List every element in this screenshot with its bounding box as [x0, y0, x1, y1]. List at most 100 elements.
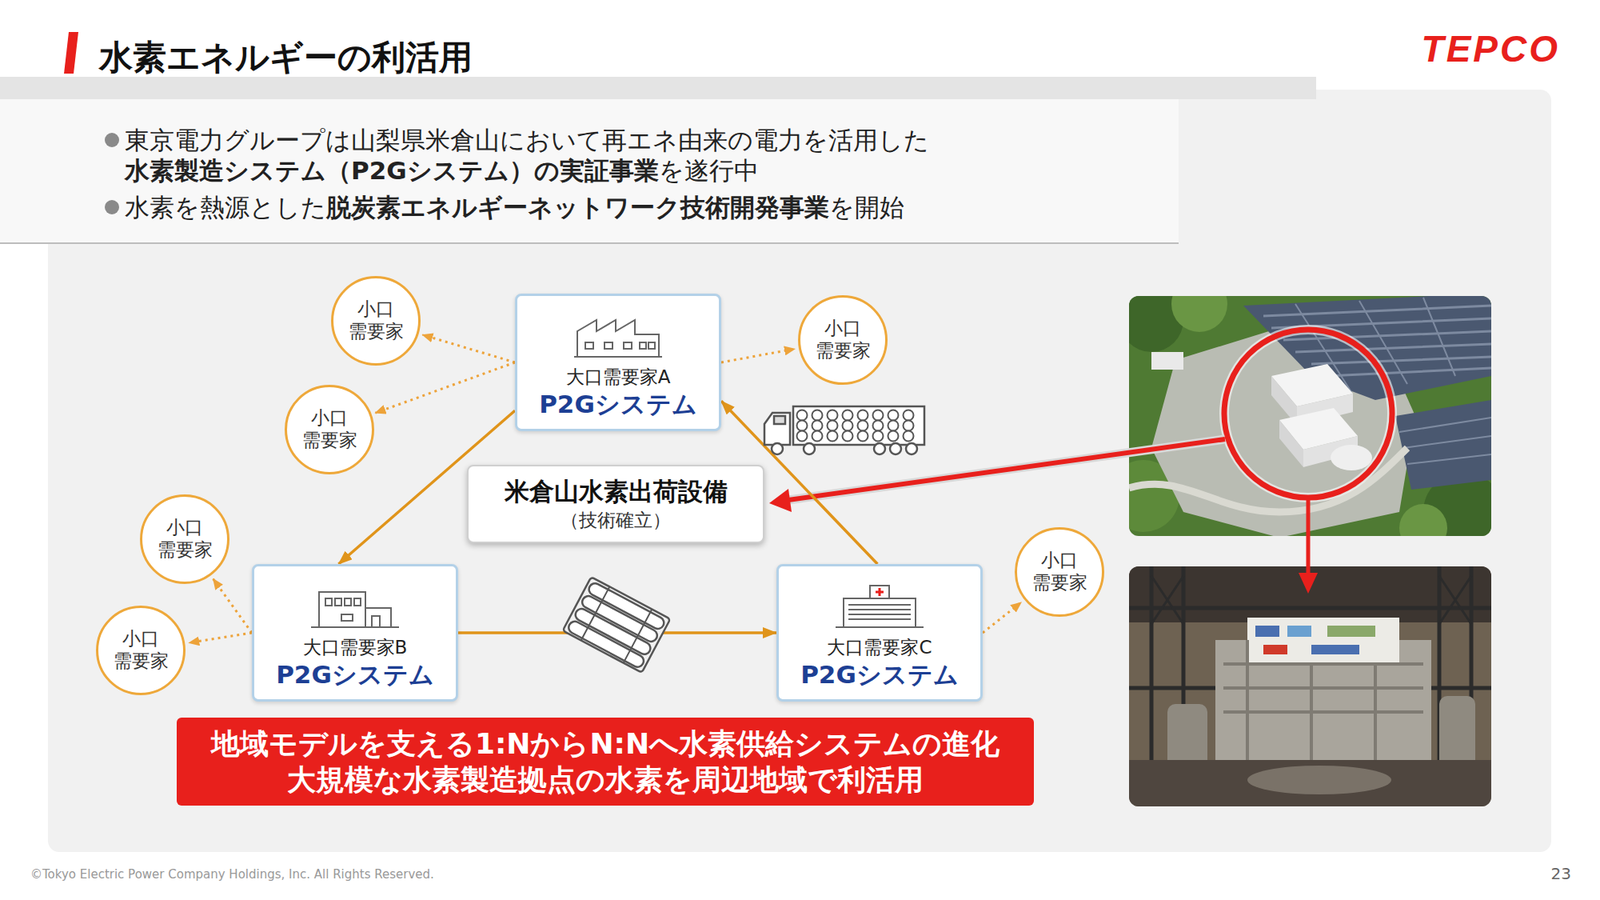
site-photo — [1399, 417, 1492, 464]
truck-icon — [797, 420, 808, 431]
p2g-site-box: 大口需要家AP2Gシステム — [514, 293, 722, 431]
building-icon-art — [875, 587, 884, 596]
building-icon-art — [354, 598, 361, 606]
truck-icon — [827, 410, 838, 421]
building-icon-art — [639, 342, 647, 349]
equipment-photo — [1247, 765, 1392, 795]
site-photo — [1224, 329, 1393, 498]
building-icon-art — [365, 607, 392, 627]
equipment-photo — [1247, 617, 1400, 664]
node-title: 米倉山水素出荷設備 — [504, 474, 728, 507]
supply-arrow — [721, 348, 795, 363]
building-icon-art — [311, 580, 400, 631]
equipment-photo — [1129, 759, 1492, 806]
truck-icon — [827, 420, 838, 431]
node-title: 小口 需要家 — [1025, 549, 1094, 594]
building-icon — [835, 580, 924, 631]
truck-icon — [797, 430, 808, 442]
equipment-photo — [1327, 625, 1376, 637]
company-logo: TEPCO — [1421, 27, 1561, 71]
truck-icon — [842, 420, 854, 431]
site-photo — [1395, 399, 1492, 490]
building-icon-art — [835, 626, 924, 628]
main-panel — [47, 89, 1552, 852]
photo-callout-arrow — [1298, 572, 1318, 594]
truck-icon — [873, 430, 884, 442]
bullet-line: 水素製造システム（P2Gシステム）の実証事業を遂行中 — [124, 154, 759, 187]
building-icon-art — [577, 319, 659, 357]
bullet-line: 東京電力グループは山梨県米倉山において再エネ由来の電力を活用した — [124, 123, 930, 156]
truck-icon — [812, 430, 823, 442]
truck-icon — [797, 410, 808, 421]
equipment-photo — [1311, 644, 1360, 655]
truck-icon — [797, 410, 914, 442]
photo-callout-arrow — [1306, 497, 1311, 576]
title-mark — [63, 31, 79, 74]
truck-icon — [873, 410, 884, 421]
node-title: 小口 需要家 — [151, 516, 219, 561]
equipment-photo — [1129, 566, 1492, 806]
site-photo — [1279, 419, 1304, 467]
consumer-circle: 小口 需要家 — [798, 295, 888, 385]
building-icon-art — [869, 585, 890, 599]
node-title: 小口 需要家 — [295, 406, 364, 451]
node-title: 小口 需要家 — [342, 298, 410, 343]
node-title: 大口需要家B — [303, 634, 408, 659]
page-number-holder: 23 — [1551, 863, 1572, 883]
footer-holder: ©Tokyo Electric Power Company Holdings, … — [30, 866, 435, 882]
equipment-photo — [1129, 566, 1492, 806]
building-icon-art — [325, 598, 332, 606]
truck-icon — [888, 430, 899, 442]
bullet-text-bold: 水素製造システム（P2Gシステム）の実証事業 — [124, 155, 659, 185]
consumer-circle: 小口 需要家 — [284, 384, 375, 475]
site-photo — [1151, 351, 1184, 370]
title-holder: 水素エネルギーの利活用 — [99, 35, 473, 80]
building-icon-art — [843, 598, 916, 627]
p2g-site-box: 大口需要家CP2Gシステム — [776, 563, 983, 702]
title-band — [0, 76, 1317, 100]
truck-icon — [793, 406, 925, 445]
building-icon-art — [341, 614, 353, 621]
supply-arrow — [188, 632, 252, 643]
building-icon-art — [835, 580, 924, 631]
building-icon-art — [848, 604, 911, 619]
building-icon-art — [574, 310, 663, 360]
truck-icon — [903, 430, 914, 442]
bullet-panel — [0, 99, 1179, 244]
truck-icon — [803, 442, 815, 455]
bullet-text: 水素を熱源とした — [124, 192, 327, 222]
truck-icon — [857, 410, 869, 421]
equipment-photo — [1263, 644, 1288, 655]
bullet-dot — [104, 132, 120, 148]
building-icon — [574, 310, 663, 360]
truck-icon — [888, 410, 899, 421]
building-icon-art — [623, 342, 632, 349]
copyright-note: ©Tokyo Electric Power Company Holdings, … — [30, 866, 435, 882]
node-subtitle: P2Gシステム — [800, 658, 959, 690]
truck-icon — [842, 410, 854, 421]
node-title: 大口需要家C — [826, 634, 932, 659]
truck-icon — [812, 410, 823, 421]
slide-title: 水素エネルギーの利活用 — [99, 35, 473, 80]
site-photo — [1224, 329, 1393, 498]
site-photo — [1171, 295, 1228, 332]
truck-icon — [873, 420, 884, 431]
supply-arrow — [422, 335, 515, 364]
building-icon-art — [604, 342, 613, 349]
node-title: 大口需要家A — [566, 364, 671, 389]
truck-icon — [903, 410, 914, 421]
node-title: 地域モデルを支える1:NからN:Nへ水素供給システムの進化 — [211, 725, 1000, 762]
supply-arrow — [982, 602, 1022, 633]
site-photo — [1330, 444, 1373, 471]
truck-icon — [903, 420, 914, 431]
equipment-photo — [1129, 566, 1492, 806]
node-subtitle: （技術確立） — [560, 506, 671, 533]
node-subtitle: P2Gシステム — [275, 658, 435, 690]
truck-icon — [771, 442, 783, 455]
supply-arrow — [213, 578, 252, 633]
truck-icon — [812, 420, 823, 431]
truck-icon — [774, 415, 786, 424]
truck-icon — [827, 430, 838, 442]
building-icon-art — [574, 355, 663, 358]
photo-callout-arrow — [788, 438, 1225, 500]
